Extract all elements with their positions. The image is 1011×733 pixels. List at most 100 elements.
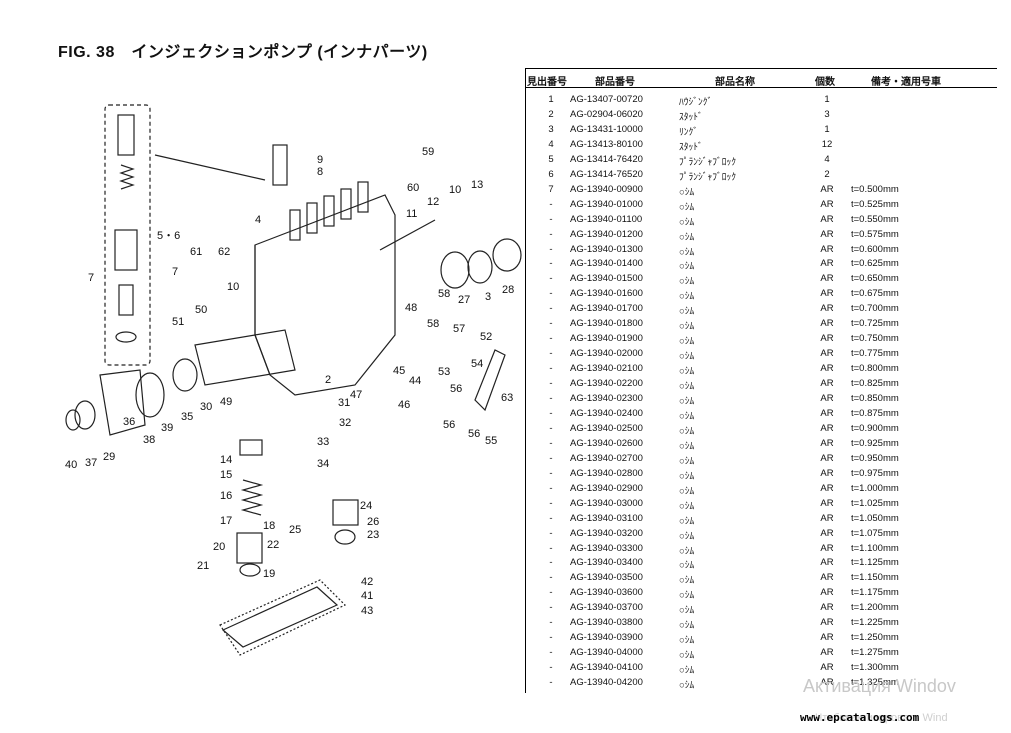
row-name: ○ｼﾑ [679, 351, 695, 363]
table-top-rule [525, 68, 997, 69]
row-no: - [549, 228, 553, 240]
row-remarks: t=1.200mm [851, 602, 899, 614]
row-name: ○ｼﾑ [679, 336, 695, 348]
row-remarks: t=1.225mm [851, 617, 899, 629]
callout-50: 50 [195, 304, 207, 316]
callout-32: 32 [339, 417, 351, 429]
row-name: ○ｼﾑ [679, 231, 695, 243]
row-part-no: AG-13940-03000 [570, 497, 643, 509]
row-qty: AR [820, 527, 834, 539]
row-no: - [549, 437, 553, 449]
row-remarks: t=0.575mm [851, 228, 899, 240]
flange-plate [99, 369, 146, 436]
row-qty: AR [820, 363, 834, 375]
row-qty: AR [820, 333, 834, 345]
row-part-no: AG-13940-01200 [570, 228, 643, 240]
row-no: - [549, 572, 553, 584]
row-no: 7 [548, 183, 554, 195]
row-no: 6 [548, 168, 554, 180]
row-remarks: t=0.975mm [851, 467, 899, 479]
callout-7a: 7 [88, 272, 94, 284]
row-part-no: AG-13940-01600 [570, 288, 643, 300]
row-no: - [549, 348, 553, 360]
callout-46: 46 [398, 399, 410, 411]
callout-53: 53 [438, 366, 450, 378]
callout-10: 10 [449, 184, 461, 196]
row-name: ○ｼﾑ [679, 575, 695, 587]
table-row: - AG-13940-01200 ○ｼﾑ AR t=0.575mm [525, 227, 997, 243]
row-name: ○ｼﾑ [679, 425, 695, 437]
row-part-no: AG-13940-03500 [570, 572, 643, 584]
callout-62: 62 [218, 246, 230, 258]
row-name: ○ｼﾑ [679, 396, 695, 407]
row-remarks: t=1.050mm [851, 512, 899, 524]
row-part-no: AG-13940-02600 [570, 437, 643, 449]
callout-20: 20 [213, 541, 225, 553]
row-part-no: AG-13413-80100 [570, 138, 643, 150]
row-part-no: AG-13940-02100 [570, 363, 643, 375]
row-remarks: t=1.275mm [851, 647, 899, 659]
row-name: ○ｼﾑ [679, 410, 695, 422]
tappet-spring [240, 479, 264, 516]
row-qty: AR [820, 273, 834, 285]
row-no: - [549, 303, 553, 315]
callout-34: 34 [317, 458, 329, 470]
table-header: 見出番号 部品番号 部品名称 個数 備考・適用号車 [525, 71, 997, 88]
row-part-no: AG-13940-01700 [570, 303, 643, 315]
ring-3 [467, 250, 493, 284]
roller [239, 563, 261, 577]
leader-line-upper [154, 154, 266, 181]
row-qty: AR [820, 542, 834, 554]
row-part-no: AG-13940-02400 [570, 407, 643, 419]
row-no: - [549, 542, 553, 554]
row-no: - [549, 378, 553, 390]
row-remarks: t=0.650mm [851, 273, 899, 285]
row-qty: AR [820, 198, 834, 210]
activation-watermark-sub: Чтобы активировать Wind [815, 712, 948, 724]
row-qty: AR [820, 378, 834, 390]
callout-54: 54 [471, 358, 483, 370]
row-remarks: t=1.000mm [851, 482, 899, 494]
row-part-no: AG-13940-01300 [570, 243, 643, 255]
callout-3: 3 [485, 291, 491, 303]
row-no: - [549, 632, 553, 644]
row-remarks: t=0.675mm [851, 288, 899, 300]
callout-58b: 58 [427, 318, 439, 330]
callout-27: 27 [458, 294, 470, 306]
row-remarks: t=1.300mm [851, 662, 899, 674]
row-remarks: t=0.800mm [851, 363, 899, 375]
callout-13: 13 [471, 179, 483, 191]
row-name: ○ｼﾑ [679, 635, 695, 647]
row-qty: AR [820, 213, 834, 225]
callout-15: 15 [220, 469, 232, 481]
callout-7b: 7 [172, 266, 178, 278]
row-part-no: AG-13940-03200 [570, 527, 643, 539]
row-qty: AR [820, 243, 834, 255]
row-part-no: AG-13940-03800 [570, 617, 643, 629]
row-no: - [549, 512, 553, 524]
row-name: ○ｼﾑ [679, 455, 695, 467]
parts-diagram: 9 8 59 60 10 13 12 11 4 5・6 7 7 61 62 10… [65, 104, 522, 656]
callout-19: 19 [263, 568, 275, 580]
row-remarks: t=0.850mm [851, 393, 899, 404]
row-remarks: t=0.500mm [851, 183, 899, 195]
row-no: - [549, 363, 553, 375]
row-part-no: AG-13940-03300 [570, 542, 643, 554]
row-qty: AR [820, 348, 834, 360]
row-qty: AR [820, 437, 834, 449]
row-qty: AR [820, 228, 834, 240]
row-remarks: t=0.875mm [851, 407, 899, 419]
row-qty: AR [820, 318, 834, 330]
